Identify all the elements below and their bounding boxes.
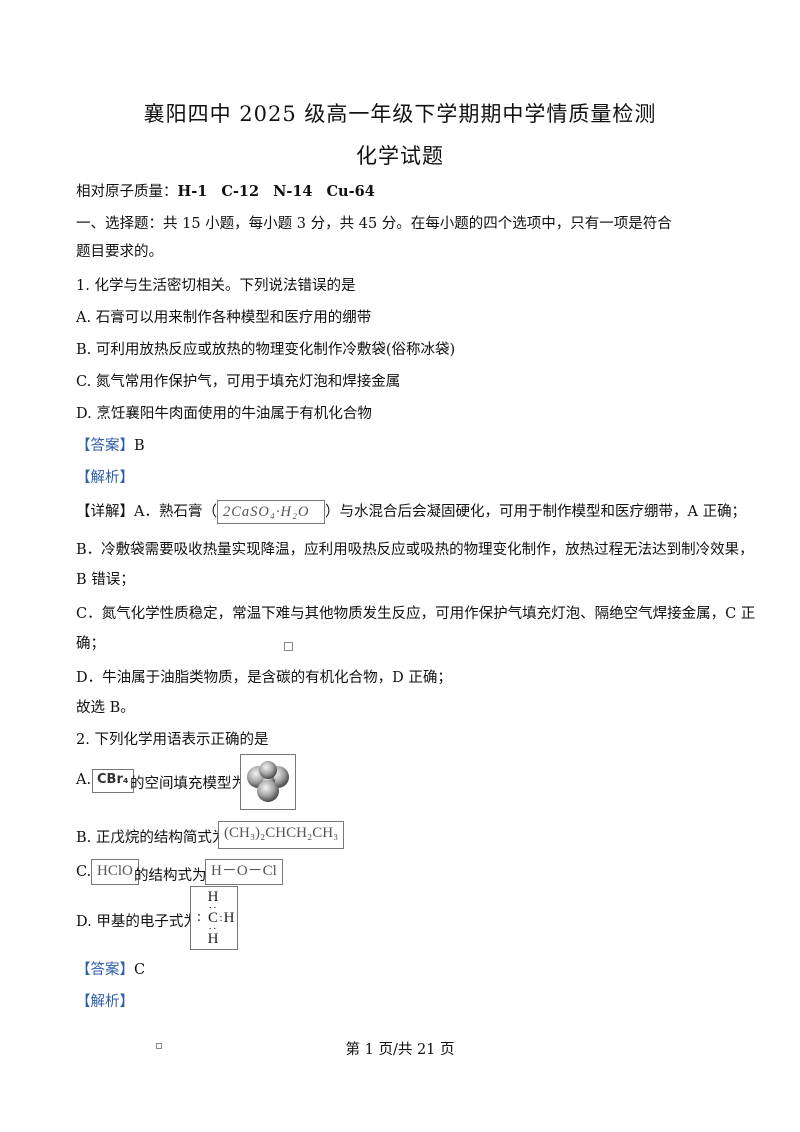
q1-option-d: D. 烹饪襄阳牛肉面使用的牛油属于有机化合物 (76, 406, 372, 422)
atomic-mass-line: 相对原子质量：H-1 C-12 N-14 Cu-64 (76, 180, 375, 201)
q2-option-d-pre: D. 甲基的电子式为 (76, 914, 198, 930)
molecule-icon (247, 761, 289, 802)
electron-h-bottom: H (207, 931, 219, 947)
pentane-formula-image: (CH₃)₂CHCH₂CH₃ (218, 821, 345, 849)
q1-detail-b-2: B 错误； (76, 572, 135, 588)
small-square-icon (156, 1034, 162, 1053)
section-instruction-line-2: 题目要求的。 (76, 244, 163, 260)
atomic-mass-label: 相对原子质量： (76, 184, 178, 200)
methyl-electron-formula-image: H ·· : C : H ·· H (190, 886, 238, 950)
q2-option-a-pre: A. (76, 772, 92, 788)
atomic-mass-h: H-1 (177, 183, 208, 200)
q1-detail-b-1: B．冷敷袋需要吸收热量实现降温，应利用吸热反应或吸热的物理变化制作，放热过程无法… (76, 542, 754, 558)
q2-option-b-pre: B. 正戊烷的结构简式为 (76, 830, 227, 846)
electron-pair-bottom-icon: ·· (208, 923, 218, 935)
q2-analysis-label: 【解析】 (76, 994, 134, 1010)
q2-stem: 2. 下列化学用语表示正确的是 (76, 732, 269, 748)
page-title: 襄阳四中 2025 级高一年级下学期期中学情质量检测 (143, 102, 657, 126)
page-subtitle: 化学试题 (356, 144, 444, 168)
q2-answer-label: 【答案】 (76, 962, 134, 978)
q1-answer-value: B (134, 438, 145, 454)
q1-answer-label: 【答案】 (76, 438, 134, 454)
hclo-formula-image: HClO (91, 859, 139, 885)
electron-h-top: H (207, 889, 219, 905)
q1-detail-c-2: 确； (76, 636, 105, 652)
atomic-mass-cu: Cu-64 (326, 183, 375, 200)
atomic-mass-n: N-14 (273, 183, 313, 200)
q1-option-c: C. 氮气常用作保护气，可用于填充灯泡和焊接金属 (76, 374, 401, 390)
placeholder-box-icon (284, 636, 293, 655)
space-filling-model-image (240, 754, 296, 810)
q1-detail-a-post: ）与水混合后会凝固硬化，可用于制作模型和医疗绷带，A 正确； (324, 504, 747, 520)
section-instruction-line-1: 一、选择题：共 15 小题，每小题 3 分，共 45 分。在每小题的四个选项中，… (76, 216, 672, 232)
hclo-structure-image: H－O－Cl (205, 859, 283, 885)
q1-detail-d: D．牛油属于油脂类物质，是含碳的有机化合物，D 正确； (76, 670, 452, 686)
q1-analysis-label: 【解析】 (76, 470, 134, 486)
q1-detail-c-1: C．氮气化学性质稳定，常温下难与其他物质发生反应，可用作保护气填充灯泡、隔绝空气… (76, 606, 756, 622)
electron-pair-right-icon: : (219, 912, 223, 924)
gypsum-formula-image: 2CaSO₄·H₂O (216, 500, 325, 524)
cbr4-formula-image: CBr₄ (92, 769, 134, 793)
atomic-mass-c: C-12 (221, 183, 260, 200)
electron-pair-top-icon: ·· (208, 902, 218, 914)
q1-detail-a: 【详解】A．熟石膏（2CaSO₄·H₂O）与水混合后会凝固硬化，可用于制作模型和… (76, 500, 746, 524)
q1-stem: 1. 化学与生活密切相关。下列说法错误的是 (76, 278, 356, 294)
electron-pair-left-icon: : (196, 909, 202, 925)
q2-option-c-mid: 的结构式为 (134, 868, 207, 884)
q1-detail-a-pre: A．熟石膏（ (134, 504, 217, 520)
electron-c: C (207, 910, 218, 926)
q1-option-b: B. 可利用放热反应或放热的物理变化制作冷敷袋(俗称冰袋) (76, 342, 456, 358)
page-number: 第 1 页/共 21 页 (345, 1042, 455, 1058)
q1-option-a: A. 石膏可以用来制作各种模型和医疗用的绷带 (76, 310, 372, 326)
q2-option-c-pre: C. (76, 864, 92, 880)
q1-detail-label: 【详解】 (76, 504, 134, 520)
q2-answer: 【答案】C (76, 958, 145, 979)
q2-option-a-post: 的空间填充模型为 (130, 776, 246, 792)
q2-answer-value: C (134, 962, 146, 978)
q1-conclusion: 故选 B。 (76, 700, 135, 716)
q1-answer: 【答案】B (76, 434, 145, 455)
electron-h-right: H (223, 910, 235, 926)
